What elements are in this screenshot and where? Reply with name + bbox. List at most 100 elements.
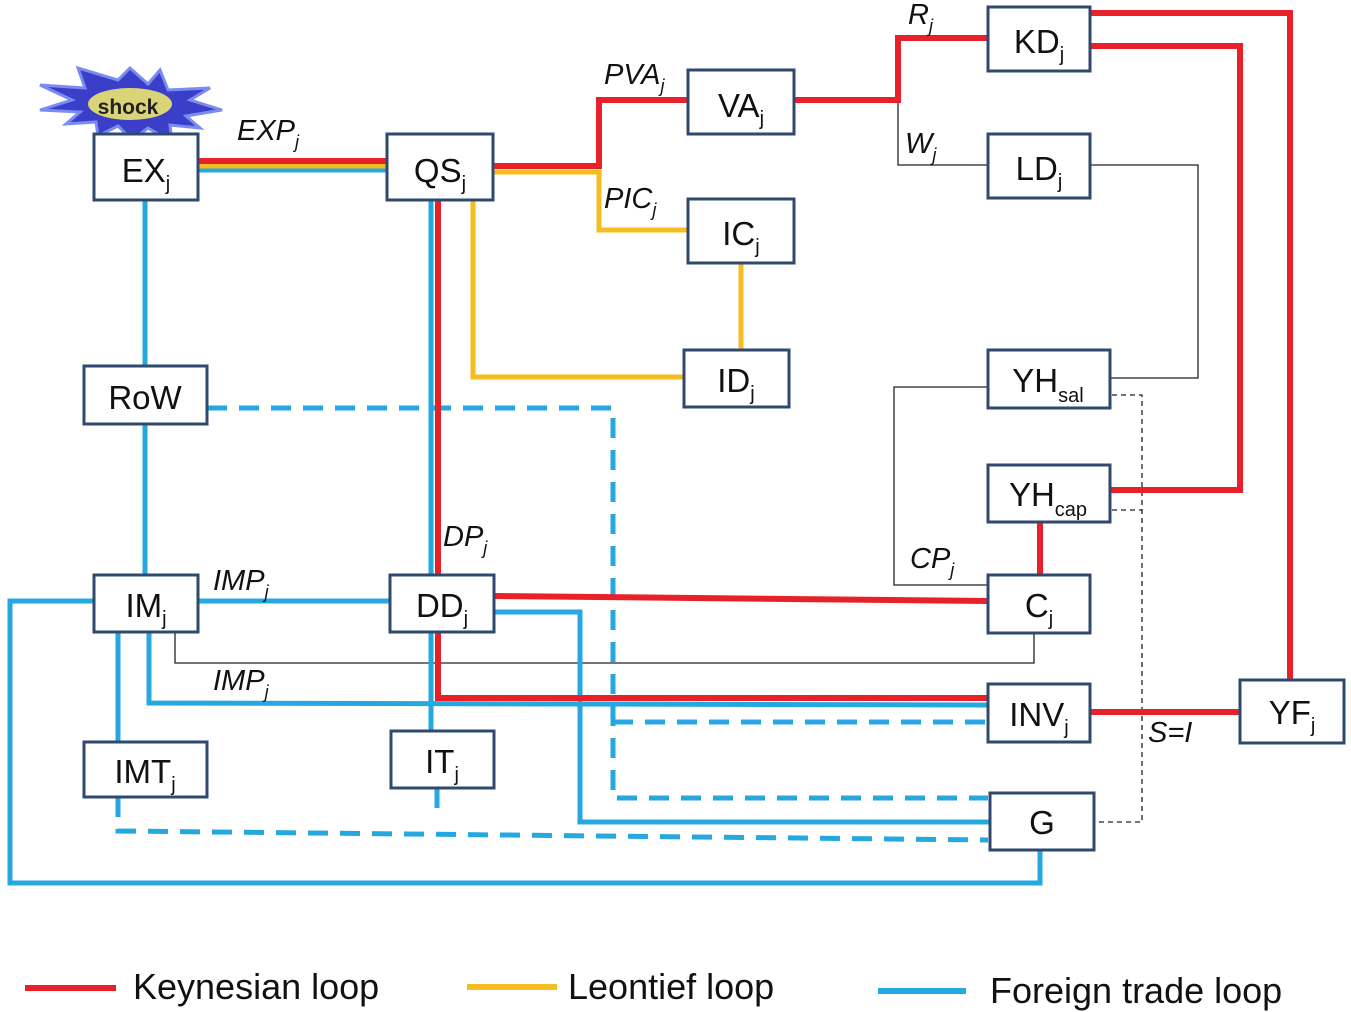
node-inv-name: INV	[1009, 696, 1064, 733]
edge-label-cp-name: CP	[910, 543, 951, 575]
node-ld: LDj	[986, 132, 1092, 200]
svg-text:CPj: CPj	[910, 543, 955, 580]
svg-text:S=I: S=I	[1148, 717, 1192, 749]
edge-label-s-equals-i-name: S=I	[1148, 717, 1192, 749]
node-it-name: IT	[425, 743, 454, 780]
thin-connectors	[174, 100, 1199, 823]
node-yh-sal: YHsal	[986, 348, 1112, 410]
node-ic: ICj	[686, 197, 796, 265]
node-c-subscript: j	[1048, 608, 1053, 630]
svg-text:INVj: INVj	[1009, 696, 1068, 739]
svg-text:IDj: IDj	[717, 362, 754, 405]
edge-label-pic-name: PIC	[604, 183, 653, 215]
node-c: Cj	[986, 573, 1092, 635]
keynesian-lines	[197, 10, 1293, 715]
edge-label-exp-subscript: j	[292, 132, 300, 152]
node-g-name: G	[1029, 804, 1055, 841]
svg-text:ICj: ICj	[722, 215, 759, 258]
node-kd: KDj	[986, 5, 1092, 73]
svg-text:DPj: DPj	[443, 521, 488, 558]
node-row-name: RoW	[108, 379, 182, 416]
node-dd-name: DD	[416, 587, 464, 624]
svg-text:IMTj: IMTj	[114, 753, 175, 796]
node-dd-subscript: j	[463, 608, 468, 630]
edge-label-w-subscript: j	[929, 145, 937, 165]
edge-label-imp-lower: IMPj	[213, 665, 270, 702]
node-yh-cap: YHcap	[986, 463, 1112, 524]
edge-label-exp-name: EXP	[237, 115, 296, 147]
node-kd-name: KD	[1014, 23, 1060, 60]
node-g: G	[988, 791, 1096, 852]
legend-label-keynesian: Keynesian loop	[133, 966, 379, 1007]
foreign-trade-dashed-lines	[115, 405, 989, 843]
svg-text:VAj: VAj	[718, 87, 764, 130]
edge-label-imp-upper: IMPj	[213, 565, 270, 602]
legend-label-foreign-trade: Foreign trade loop	[990, 970, 1282, 1011]
node-id-subscript: j	[749, 383, 754, 405]
node-imt-name: IMT	[114, 753, 171, 790]
svg-text:EXj: EXj	[122, 152, 170, 195]
node-kd-subscript: j	[1059, 44, 1064, 66]
svg-text:DDj: DDj	[416, 587, 468, 630]
edge-label-imp-lower-name: IMP	[213, 665, 265, 697]
svg-text:Rj: Rj	[908, 0, 934, 36]
node-yf-name: YF	[1269, 694, 1311, 731]
edge-label-pva-subscript: j	[657, 76, 665, 96]
legend: Keynesian loop Leontief loop Foreign tra…	[25, 966, 1282, 1011]
edge-label-dp: DPj	[443, 521, 488, 558]
node-dd: DDj	[388, 573, 496, 634]
edge-label-s-equals-i: S=I	[1148, 717, 1192, 749]
edge-label-dp-subscript: j	[480, 538, 488, 558]
shock-label: shock	[98, 96, 159, 119]
svg-text:QSj: QSj	[414, 152, 466, 195]
node-yh-sal-subscript: sal	[1058, 385, 1084, 407]
edge-label-cp-subscript: j	[947, 560, 955, 580]
edge-label-imp-lower-subscript: j	[262, 682, 270, 702]
svg-text:IMPj: IMPj	[213, 565, 270, 602]
node-yf: YFj	[1238, 678, 1346, 745]
svg-text:EXPj: EXPj	[237, 115, 300, 152]
node-ic-subscript: j	[754, 236, 759, 258]
svg-text:Wj: Wj	[905, 128, 937, 165]
edge-label-w-name: W	[905, 128, 935, 160]
svg-text:IMj: IMj	[125, 587, 166, 630]
node-yh-cap-subscript: cap	[1055, 499, 1087, 521]
svg-text:YHsal: YHsal	[1012, 362, 1083, 407]
svg-text:ITj: ITj	[425, 743, 459, 786]
node-it: ITj	[389, 729, 496, 790]
edge-label-w: Wj	[905, 128, 937, 165]
node-ex-subscript: j	[165, 173, 170, 195]
svg-text:PVAj: PVAj	[604, 59, 665, 96]
svg-text:YFj: YFj	[1269, 694, 1316, 737]
node-qs-name: QS	[414, 152, 462, 189]
node-im-subscript: j	[161, 608, 166, 630]
svg-text:PICj: PICj	[604, 183, 657, 220]
edge-label-imp-upper-name: IMP	[213, 565, 265, 597]
legend-item-leontief: Leontief loop	[467, 966, 774, 1007]
shock-burst: shock	[39, 65, 223, 145]
node-it-subscript: j	[453, 764, 458, 786]
node-ic-name: IC	[722, 215, 755, 252]
edge-label-pic: PICj	[604, 183, 657, 220]
svg-text:Cj: Cj	[1025, 587, 1053, 630]
node-imt-subscript: j	[170, 774, 175, 796]
legend-item-foreign-trade: Foreign trade loop	[878, 970, 1282, 1011]
svg-text:G: G	[1029, 804, 1055, 841]
node-va: VAj	[686, 68, 796, 136]
svg-text:IMPj: IMPj	[213, 665, 270, 702]
node-inv-subscript: j	[1063, 717, 1068, 739]
node-yf-subscript: j	[1310, 715, 1315, 737]
node-yh-sal-name: YH	[1012, 362, 1058, 399]
edge-label-pva: PVAj	[604, 59, 665, 96]
node-ld-subscript: j	[1057, 171, 1062, 193]
legend-label-leontief: Leontief loop	[568, 966, 774, 1007]
node-yh-cap-name: YH	[1009, 476, 1055, 513]
node-inv: INVj	[986, 682, 1092, 744]
node-qs-subscript: j	[461, 173, 466, 195]
edge-label-dp-name: DP	[443, 521, 484, 553]
node-id-name: ID	[717, 362, 750, 399]
node-imt: IMTj	[82, 740, 209, 799]
node-va-name: VA	[718, 87, 760, 124]
edge-label-r: Rj	[908, 0, 934, 36]
svg-text:KDj: KDj	[1014, 23, 1064, 66]
